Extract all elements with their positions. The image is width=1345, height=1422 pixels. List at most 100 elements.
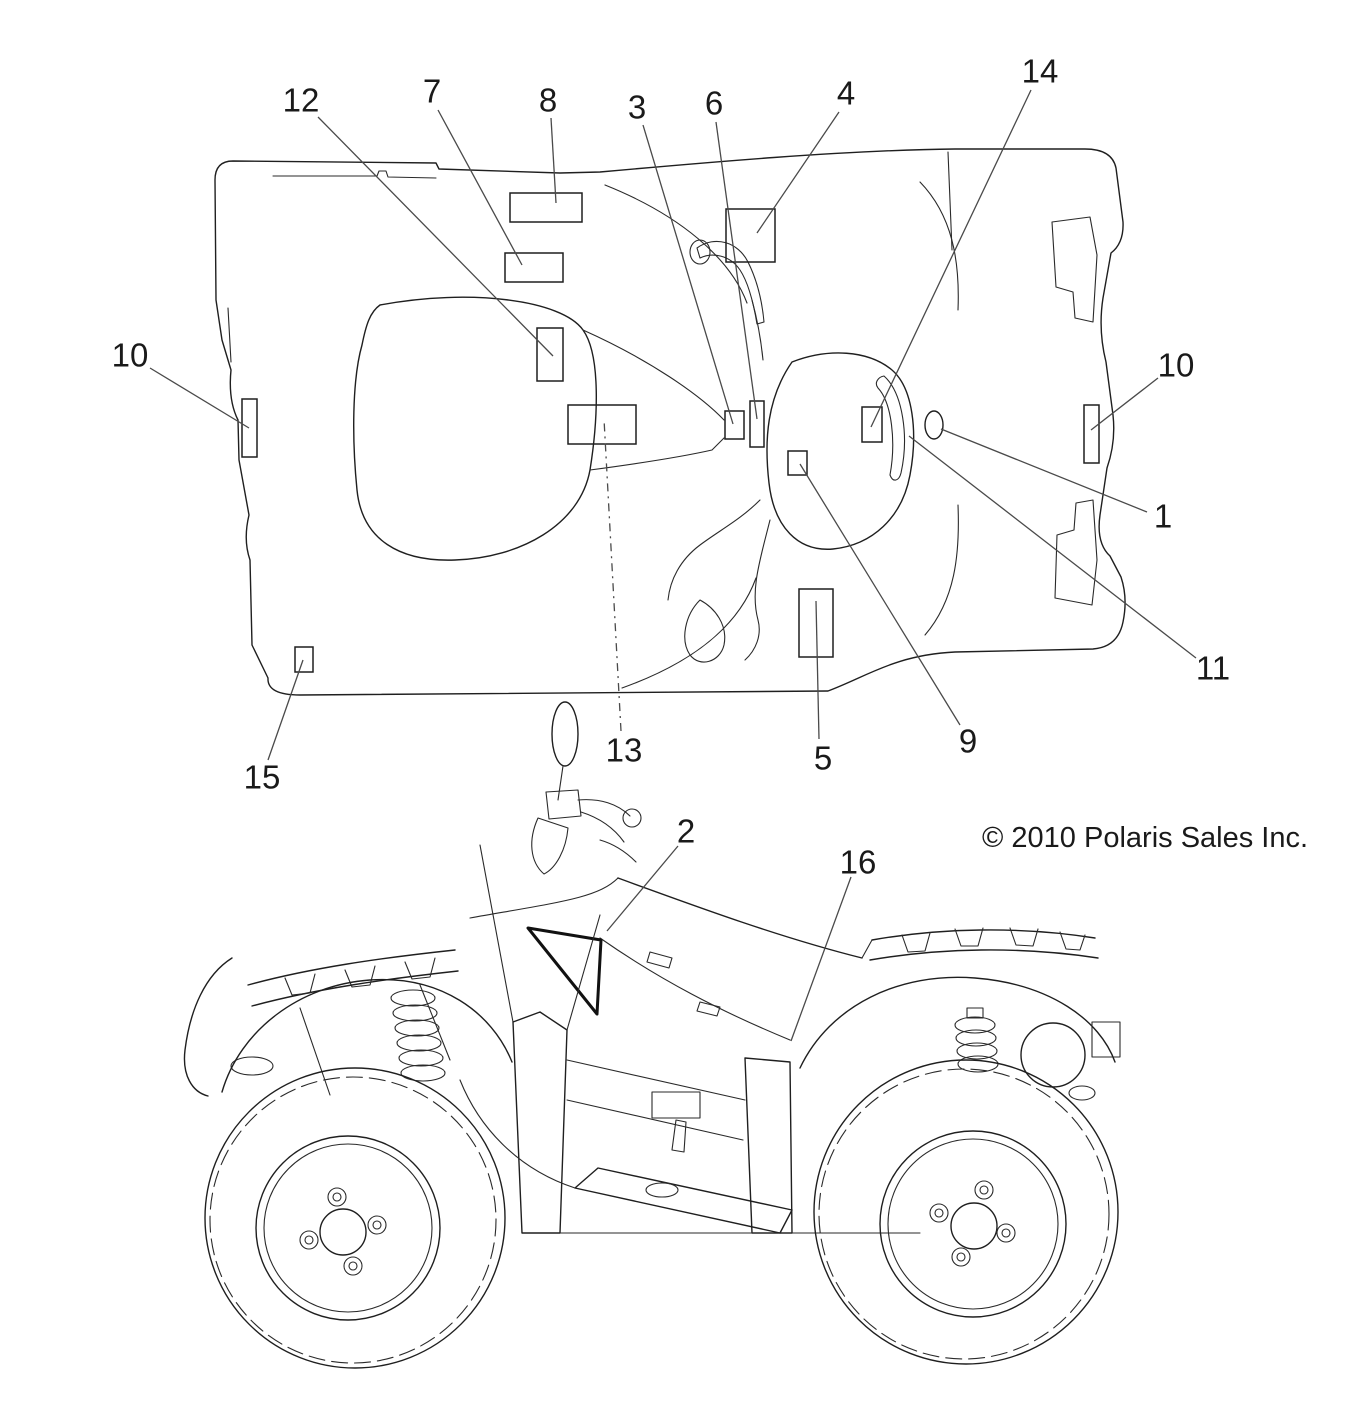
front-rack-notch-1: [284, 973, 316, 996]
front-rack-support: [299, 984, 451, 1096]
front-rack-rail-top: [247, 949, 456, 986]
shift-lever: [671, 1119, 687, 1153]
handlebar-top-view: [696, 240, 765, 325]
lever-squiggle-1: [667, 499, 761, 601]
rear-rack-notch-4: [1059, 931, 1086, 951]
leader-line-8: [550, 117, 557, 204]
rear-body-joint: [861, 939, 873, 959]
leader-line-9: [799, 463, 961, 726]
decal-7: [504, 252, 564, 283]
handlebar-stem: [751, 299, 764, 361]
leader-line-11: [908, 435, 1197, 659]
callout-number-5: 5: [814, 740, 832, 777]
callout-number-1: 1: [1154, 498, 1172, 535]
top-view-outer-outline: [214, 148, 1126, 696]
callout-number-7: 7: [423, 73, 441, 110]
front-lower-line: [924, 504, 959, 636]
body-vent-slot-1: [646, 951, 673, 969]
leader-line-16: [790, 876, 852, 1042]
decal-15: [294, 646, 314, 673]
copyright-notice: © 2010 Polaris Sales Inc.: [982, 822, 1308, 854]
leader-line-13: [603, 418, 622, 732]
muffler-tip: [1068, 1085, 1096, 1101]
lever-squiggle-2: [744, 519, 771, 661]
callout-number-11: 11: [1196, 650, 1230, 687]
callout-number-16: 16: [840, 844, 877, 881]
leader-lines-layer: [149, 89, 1197, 1042]
seat-backrest-band: [875, 375, 905, 481]
engine-case: [1020, 1022, 1086, 1088]
underbody-line: [459, 1079, 576, 1189]
tank-lower-line: [599, 937, 791, 1041]
decal-5: [798, 588, 834, 658]
rear-left-inner-edge: [227, 307, 232, 363]
bar-end-cap: [622, 808, 642, 828]
leader-line-1: [940, 428, 1148, 513]
decal-6: [749, 400, 765, 448]
callout-number-13: 13: [606, 732, 643, 769]
rear-rack-notch-1: [901, 932, 931, 953]
handlebar-pod: [545, 789, 582, 820]
leader-line-7: [437, 109, 523, 266]
leader-line-10-left: [149, 367, 250, 429]
frame-diagonal-1: [566, 1059, 746, 1101]
leader-line-2: [606, 845, 679, 932]
front-upper-line: [919, 181, 959, 311]
front-shock-spring: [390, 989, 446, 1082]
rear-fender-arch: [799, 976, 1116, 1069]
body-vent-slot-2: [696, 1001, 721, 1017]
rear-pillar: [744, 1057, 793, 1234]
callout-number-9: 9: [959, 723, 977, 760]
decal-12: [536, 327, 564, 382]
frame-box: [651, 1091, 701, 1119]
rear-shock-spring: [954, 1007, 999, 1073]
callout-number-15: 15: [244, 759, 281, 796]
front-wheel: [204, 1067, 506, 1369]
mirror-stem: [557, 765, 564, 801]
callout-number-12: 12: [283, 82, 320, 119]
leader-line-15: [267, 659, 304, 761]
rear-cargo-opening: [353, 296, 598, 561]
front-rack-notch-3: [404, 957, 436, 980]
callout-number-14: 14: [1022, 53, 1059, 90]
tail-light: [1091, 1021, 1121, 1058]
atv-top-view-artwork: [214, 148, 1126, 696]
callout-number-10-left: 10: [112, 337, 149, 374]
decal-14: [861, 406, 883, 443]
decal-targets-layer: [241, 192, 1100, 673]
leader-line-14: [870, 89, 1032, 428]
front-bumper-tube: [230, 1056, 274, 1076]
rear-rack-rail-top: [871, 929, 1096, 941]
floorboard: [574, 1167, 793, 1234]
seat-top-line: [617, 877, 863, 959]
decal-10-left: [241, 398, 258, 458]
windshield-brace: [479, 844, 601, 1031]
callout-number-3: 3: [628, 89, 646, 126]
foot-peg: [645, 1182, 679, 1198]
front-fender-cutout-upper: [1051, 216, 1098, 323]
leader-line-5: [815, 600, 820, 740]
mid-body-upper-taper: [582, 329, 725, 421]
rear-wheel: [813, 1059, 1119, 1365]
rear-rack-rail-bottom: [869, 949, 1099, 961]
decal-8: [509, 192, 583, 223]
leader-line-10-right: [1090, 377, 1159, 431]
tank-triangle-decal: [526, 926, 603, 1016]
callout-number-8: 8: [539, 82, 557, 119]
atv-side-view-artwork: [183, 701, 1121, 1369]
decal-10-right: [1083, 404, 1100, 464]
handlebar-grip: [689, 239, 711, 265]
decal-3: [724, 410, 745, 440]
mid-body-lower-taper: [589, 437, 725, 471]
callout-number-4: 4: [837, 75, 855, 112]
callout-number-2: 2: [677, 813, 695, 850]
decal-1: [924, 410, 944, 440]
front-rack-edge: [947, 151, 953, 251]
mirror: [551, 701, 579, 767]
leader-line-3: [642, 124, 734, 425]
brake-lever-side: [599, 839, 637, 863]
callout-number-10-right: 10: [1158, 347, 1195, 384]
